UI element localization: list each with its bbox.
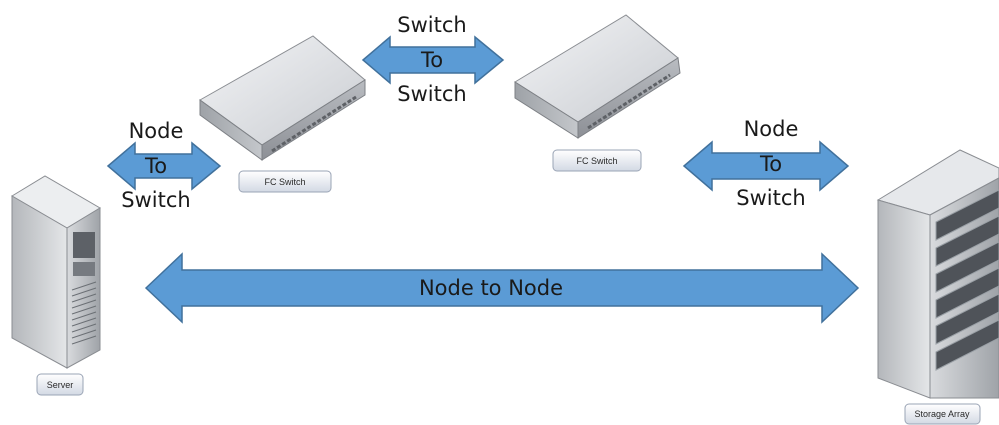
storage-tag: Storage Array <box>904 403 981 425</box>
left-node-to-switch-label-2: To <box>144 154 167 178</box>
svg-text:FC Switch: FC Switch <box>264 177 305 187</box>
right-node-to-switch-label-3: Switch <box>736 186 805 210</box>
fc-switch-left <box>199 35 366 161</box>
fc-switch-right-tag: FC Switch <box>552 149 642 172</box>
switch-to-switch-arrow: Switch To Switch <box>361 13 505 106</box>
right-node-to-switch-label-1: Node <box>744 117 799 141</box>
left-node-to-switch-label-1: Node <box>129 119 184 143</box>
switch-to-switch-label-3: Switch <box>397 82 466 106</box>
right-node-to-switch-label-2: To <box>759 152 782 176</box>
server-tag: Server <box>36 373 84 396</box>
left-node-to-switch-label-3: Switch <box>121 188 190 212</box>
node-to-node-label: Node to Node <box>419 276 563 300</box>
storage-array <box>876 149 999 399</box>
right-node-to-switch-arrow: Node To Switch <box>682 117 850 210</box>
switch-to-switch-label-2: To <box>420 48 443 72</box>
fc-switch-right <box>514 14 681 139</box>
svg-text:FC Switch: FC Switch <box>576 156 617 166</box>
left-node-to-switch-arrow: Node To Switch <box>106 119 222 212</box>
switch-to-switch-label-1: Switch <box>397 13 466 37</box>
svg-text:Storage Array: Storage Array <box>914 409 970 419</box>
server-tower <box>11 175 101 369</box>
fc-switch-left-tag: FC Switch <box>238 170 332 193</box>
svg-text:Server: Server <box>47 380 74 390</box>
node-to-node-arrow: Node to Node <box>144 252 860 324</box>
